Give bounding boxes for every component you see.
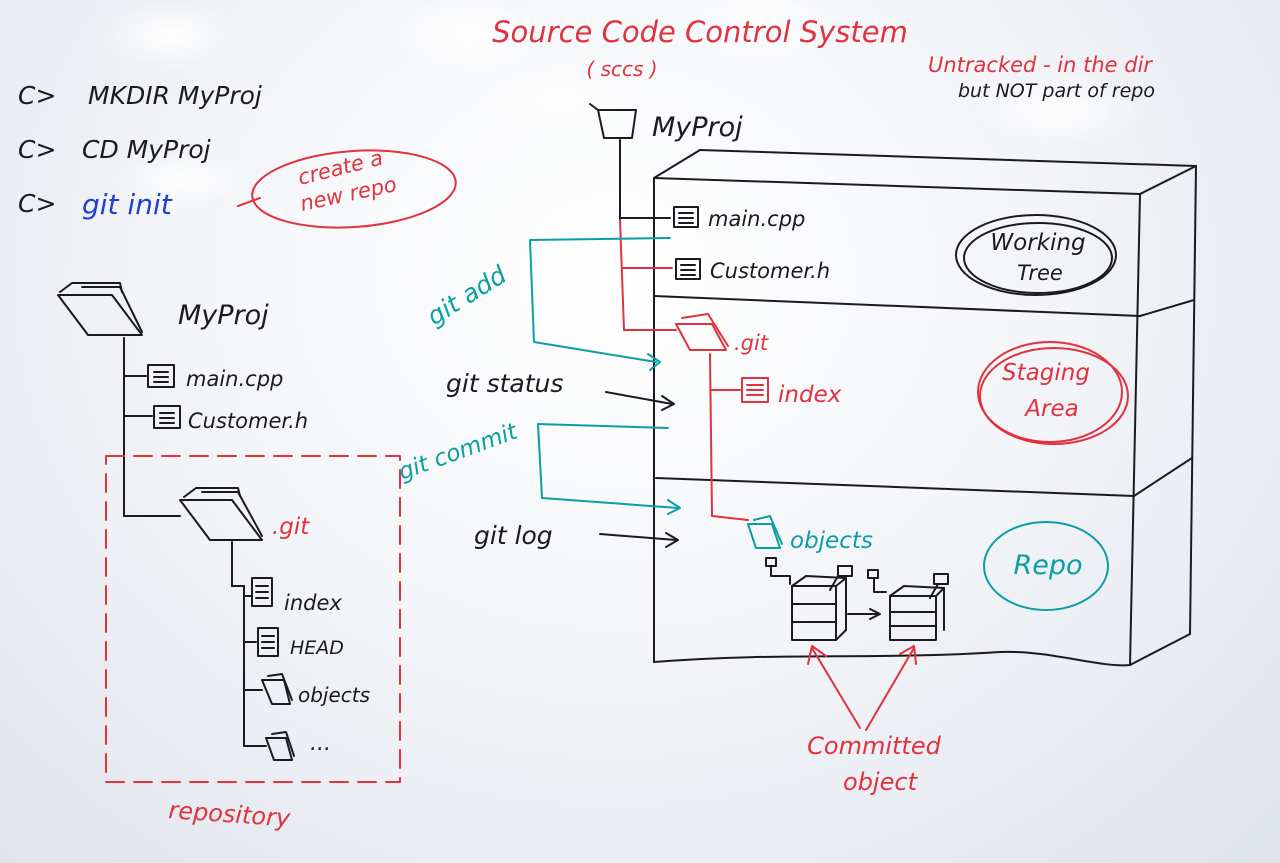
working-tree-ring	[955, 214, 1117, 296]
command-prompt-2: C>	[18, 135, 56, 164]
left-file-customer: Customer.h	[188, 409, 308, 433]
working-tree-ring-inner	[963, 222, 1113, 294]
committed-object-2	[889, 585, 945, 641]
right-index-label: index	[778, 382, 842, 408]
staging-area-ring	[977, 341, 1123, 443]
git-log-label: git log	[474, 521, 553, 550]
git-add-arrowhead	[647, 353, 661, 371]
repo-label: Repo	[1013, 550, 1082, 581]
committed-arrow-right	[865, 647, 915, 731]
right-trunk-red	[619, 219, 625, 331]
right-file-icon-main	[673, 206, 699, 228]
working-tree-label-line2: Tree	[1017, 261, 1063, 285]
init-note-connector	[237, 197, 261, 207]
left-file-main: main.cpp	[186, 367, 283, 391]
left-git-index: index	[284, 591, 342, 615]
staging-area-ring-inner	[979, 347, 1129, 445]
left-head-icon	[257, 627, 279, 657]
left-more-folder-icon	[265, 731, 295, 761]
object-tags	[765, 557, 949, 599]
left-git-head: HEAD	[290, 637, 344, 659]
git-status-arrowhead	[661, 395, 675, 411]
right-folder-icon	[589, 103, 637, 139]
left-folder-icon	[57, 282, 143, 336]
committed-label-line2: object	[843, 768, 919, 796]
git-status-arrow	[605, 391, 673, 405]
committed-label-line1: Committed	[807, 732, 941, 760]
right-root-label: MyProj	[652, 112, 743, 143]
left-file-icon-customer	[153, 405, 181, 429]
git-commit-label: git commit	[395, 418, 522, 485]
repo-ring	[983, 521, 1109, 611]
left-git-folder-icon	[179, 487, 263, 541]
left-objects-folder-icon	[261, 673, 293, 705]
right-objects-folder-icon	[747, 515, 783, 549]
init-note-bubble	[251, 149, 457, 229]
commit-link-arrowhead	[869, 608, 881, 620]
right-index-icon	[741, 377, 769, 403]
staging-area-label-line2: Area	[1023, 396, 1078, 422]
repository-label: repository	[168, 796, 292, 832]
right-git-folder-icon	[675, 313, 729, 351]
left-file-icon-main	[147, 364, 175, 388]
committed-arrowhead-right	[899, 645, 917, 665]
left-git-more: ...	[310, 731, 331, 756]
command-prompt-1: C>	[18, 81, 56, 110]
repository-dashed-box	[105, 455, 401, 783]
left-git-label: .git	[272, 514, 310, 540]
left-git-objects: objects	[298, 683, 370, 707]
diagram-title: Source Code Control System	[492, 15, 908, 49]
git-add-label: git add	[422, 260, 512, 331]
git-commit-arrowhead	[667, 499, 681, 515]
git-log-arrow	[599, 533, 677, 541]
staging-area-label-line1: Staging	[1002, 360, 1090, 386]
git-log-arrowhead	[665, 532, 679, 548]
git-add-path	[529, 237, 671, 363]
untracked-note-line2: but NOT part of repo	[958, 80, 1155, 102]
right-git-label: .git	[734, 331, 769, 355]
command-git-init: git init	[82, 188, 173, 221]
right-file-main: main.cpp	[708, 207, 805, 231]
left-root-label: MyProj	[178, 300, 269, 331]
right-objects-label: objects	[790, 528, 873, 554]
committed-arrowhead-left	[807, 645, 827, 665]
committed-object-1	[791, 575, 847, 641]
diagram-subtitle: ( sccs )	[586, 57, 657, 81]
right-file-icon-customer	[675, 258, 701, 280]
right-branch-objects	[711, 515, 749, 521]
right-file-customer: Customer.h	[710, 259, 830, 283]
areas-box	[653, 149, 1197, 667]
right-git-trunk	[709, 353, 713, 517]
committed-arrow-left	[811, 647, 861, 729]
command-prompt-3: C>	[18, 189, 56, 218]
untracked-note-line1: Untracked - in the dir	[928, 53, 1153, 77]
left-index-icon	[251, 577, 273, 607]
git-status-label: git status	[446, 369, 563, 398]
working-tree-label-line1: Working	[990, 230, 1085, 256]
command-mkdir: MKDIR MyProj	[88, 81, 262, 110]
command-cd: CD MyProj	[82, 135, 211, 164]
git-commit-path	[537, 423, 679, 509]
